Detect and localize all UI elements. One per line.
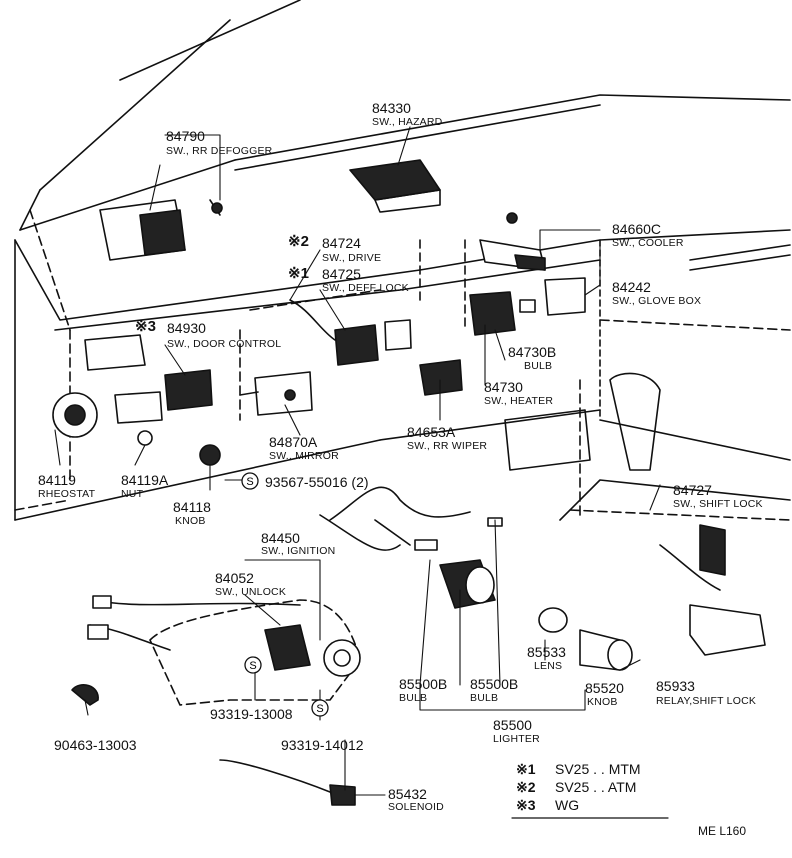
part-number-85933: 85933 bbox=[656, 678, 695, 694]
part-name-85533: LENS bbox=[534, 660, 563, 672]
part-number-84930: 84930 bbox=[167, 320, 206, 336]
lens-part bbox=[538, 607, 568, 633]
part-name-85432: SOLENOID bbox=[388, 801, 444, 813]
part-number-85432: 85432 bbox=[388, 786, 427, 802]
part-name-85500: LIGHTER bbox=[493, 733, 540, 745]
legend-mark-2: ※2 bbox=[516, 779, 536, 795]
panel-opening-small bbox=[384, 319, 412, 351]
part-name-84119: RHEOSTAT bbox=[38, 488, 96, 500]
part-name-84790: SW., RR DEFOGGER bbox=[166, 145, 273, 157]
part-name-84660C: SW., COOLER bbox=[612, 237, 684, 249]
part-number-84725: 84725 bbox=[322, 266, 361, 282]
panel-opening-mid bbox=[114, 391, 163, 424]
cooler-switch bbox=[479, 212, 546, 271]
part-number-84790: 84790 bbox=[166, 128, 205, 144]
part-name-84930: SW., DOOR CONTROL bbox=[167, 338, 282, 350]
part-number-84052: 84052 bbox=[215, 570, 254, 586]
part-name-84450: SW., IGNITION bbox=[261, 545, 336, 557]
relay-part bbox=[689, 604, 766, 656]
part-name-85933: RELAY,SHIFT LOCK bbox=[656, 695, 757, 707]
part-number-84119: 84119 bbox=[38, 472, 76, 488]
lighter-body bbox=[439, 559, 496, 609]
legend-text-2: SV25 . . ATM bbox=[555, 779, 637, 795]
part-number-93567: 93567-55016 (2) bbox=[265, 474, 369, 490]
part-number-84653A: 84653A bbox=[407, 424, 456, 440]
deff-lock-switch bbox=[289, 299, 379, 366]
legend-mark-3: ※3 bbox=[516, 797, 536, 813]
screw-symbols: S S S bbox=[241, 472, 329, 717]
diagram-reference: ME L160 bbox=[698, 824, 747, 838]
legend-text-1: SV25 . . MTM bbox=[555, 761, 641, 777]
heater-switch bbox=[469, 291, 536, 336]
clip-part bbox=[71, 684, 99, 706]
part-number-93319-14012: 93319-14012 bbox=[281, 737, 364, 753]
glove-box-switch bbox=[544, 277, 586, 316]
solenoid-part bbox=[219, 759, 356, 806]
part-number-84730: 84730 bbox=[484, 379, 523, 395]
part-name-85500B-1: BULB bbox=[399, 692, 428, 704]
part-number-84730B: 84730B bbox=[508, 344, 557, 360]
part-name-85520: KNOB bbox=[587, 696, 618, 708]
mark-84724: ※2 bbox=[288, 233, 309, 250]
mark-84725: ※1 bbox=[288, 265, 309, 282]
part-number-84450: 84450 bbox=[261, 530, 300, 546]
screw-symbol-3: S bbox=[316, 703, 323, 715]
part-number-84724: 84724 bbox=[322, 235, 361, 251]
part-name-85500B-2: BULB bbox=[470, 692, 499, 704]
ignition-assembly bbox=[87, 595, 361, 706]
part-name-84119A: NUT bbox=[121, 488, 144, 500]
part-number-90463: 90463-13003 bbox=[54, 737, 137, 753]
screw-symbol-2: S bbox=[249, 660, 256, 672]
shift-lock-assembly bbox=[559, 372, 791, 591]
part-name-84330: SW., HAZARD bbox=[372, 116, 443, 128]
part-number-85500: 85500 bbox=[493, 717, 532, 733]
part-number-85500B-1: 85500B bbox=[399, 676, 448, 692]
part-name-84052: SW., UNLOCK bbox=[215, 586, 287, 598]
leader-lines bbox=[54, 126, 661, 796]
part-name-84242: SW., GLOVE BOX bbox=[612, 295, 702, 307]
mark-84930: ※3 bbox=[135, 318, 156, 335]
hazard-switch bbox=[349, 159, 441, 213]
part-number-85520: 85520 bbox=[585, 680, 624, 696]
lighter-knob bbox=[579, 629, 633, 671]
part-name-84727: SW., SHIFT LOCK bbox=[673, 498, 763, 510]
part-name-84725: SW., DEFF LOCK bbox=[322, 282, 409, 294]
part-number-84242: 84242 bbox=[612, 279, 651, 295]
part-name-84653A: SW., RR WIPER bbox=[407, 440, 488, 452]
legend-mark-1: ※1 bbox=[516, 761, 536, 777]
part-number-84119A: 84119A bbox=[121, 472, 169, 488]
part-name-84724: SW., DRIVE bbox=[322, 252, 382, 264]
panel-opening-left bbox=[84, 334, 146, 371]
door-control-switch bbox=[164, 369, 213, 411]
part-number-84727: 84727 bbox=[673, 482, 712, 498]
screw-symbol-1: S bbox=[246, 476, 253, 488]
rr-defogger-switch bbox=[99, 199, 223, 261]
part-number-85533: 85533 bbox=[527, 644, 566, 660]
part-number-93319-13008: 93319-13008 bbox=[210, 706, 293, 722]
part-number-84870A: 84870A bbox=[269, 434, 318, 450]
part-name-84118: KNOB bbox=[175, 515, 206, 527]
legend-text-3: WG bbox=[555, 797, 580, 813]
part-number-85500B-2: 85500B bbox=[470, 676, 519, 692]
part-number-84330: 84330 bbox=[372, 100, 411, 116]
lighter-harness bbox=[319, 486, 503, 551]
part-name-84730B: BULB bbox=[524, 360, 553, 372]
part-name-84730: SW., HEATER bbox=[484, 395, 554, 407]
part-number-84660C: 84660C bbox=[612, 221, 662, 237]
rr-wiper-switch bbox=[419, 359, 463, 396]
part-name-84870A: SW., MIRROR bbox=[269, 450, 339, 462]
panel-opening-lower bbox=[504, 409, 591, 471]
mirror-switch bbox=[239, 371, 313, 416]
dashboard-outline bbox=[14, 0, 791, 521]
part-number-84118: 84118 bbox=[173, 499, 211, 515]
